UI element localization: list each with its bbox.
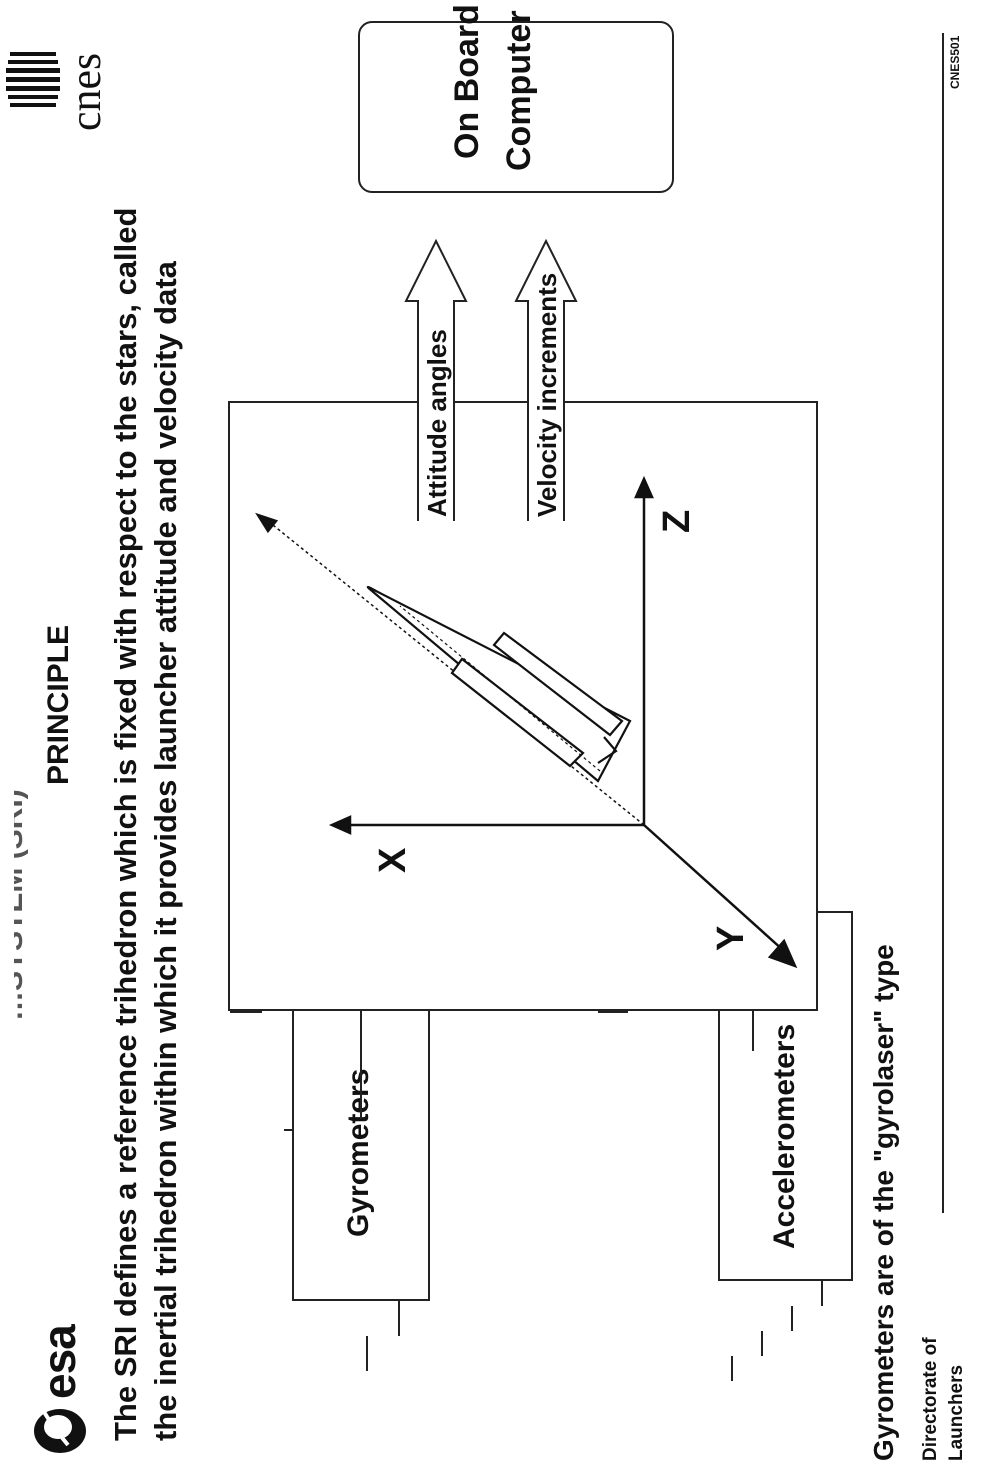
axis-x-label: X bbox=[372, 847, 414, 873]
cnes-logo: cnes bbox=[4, 5, 112, 137]
velocity-arrow-icon bbox=[514, 238, 578, 521]
directorate-line-1: Directorate of bbox=[920, 1337, 941, 1461]
attitude-angles-label: Attitude angles bbox=[422, 329, 452, 517]
axis-y-label: Y bbox=[710, 925, 752, 951]
gyrolaser-note: Gyrometers are of the "gyrolaser" type bbox=[868, 944, 899, 1461]
esa-logo: esa bbox=[18, 1321, 102, 1461]
directorate-line-2: Launchers bbox=[946, 1364, 967, 1461]
document-code: CNES501 bbox=[948, 35, 962, 89]
axis-z-label: Z bbox=[656, 509, 698, 533]
launcher-rocket-icon bbox=[366, 585, 632, 783]
velocity-increments-label: Velocity increments bbox=[532, 272, 562, 517]
attitude-arrow-icon bbox=[404, 238, 468, 521]
footer-rule bbox=[942, 33, 944, 1213]
